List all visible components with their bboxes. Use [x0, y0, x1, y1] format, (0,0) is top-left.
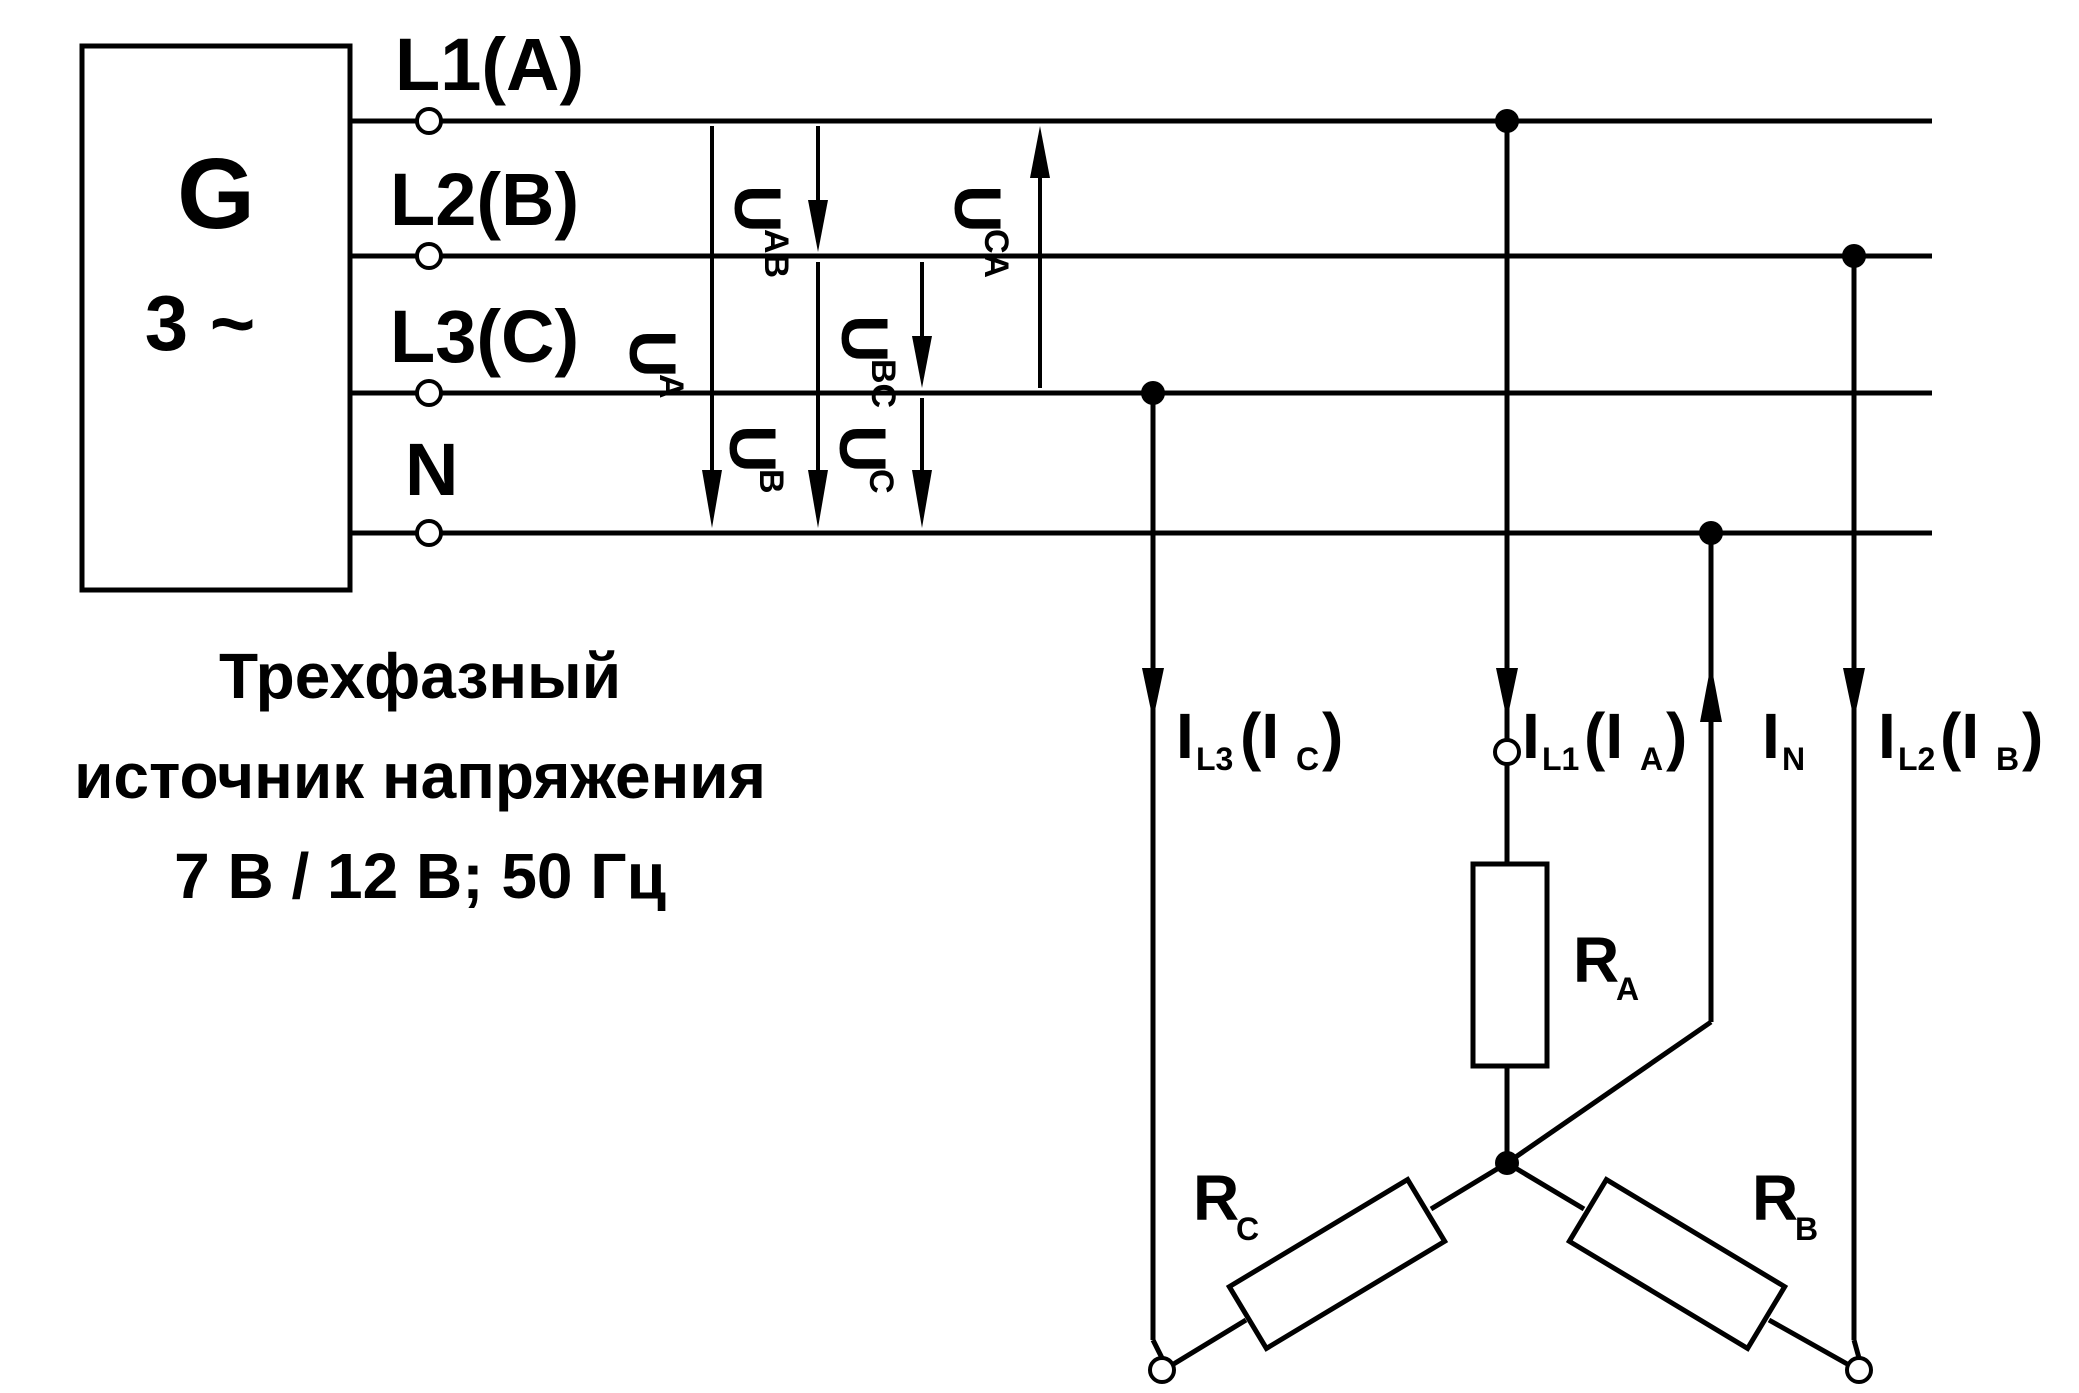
svg-text:C: C: [1236, 1211, 1259, 1247]
label-l1: L1(A): [395, 23, 584, 106]
svg-text:I: I: [1878, 700, 1896, 772]
svg-text:U: U: [721, 185, 795, 233]
generator-box: [79, 43, 353, 593]
voltage-uc-arrow: [912, 470, 932, 528]
svg-text:L1: L1: [1542, 741, 1579, 777]
terminal-rb: [1845, 1356, 1873, 1384]
svg-text:AB: AB: [757, 229, 795, 278]
svg-text:C: C: [862, 469, 900, 494]
current-in-arrow: [1700, 664, 1722, 722]
svg-text:BC: BC: [864, 359, 902, 408]
caption-line-3: 7 В / 12 В; 50 Гц: [174, 840, 666, 912]
resistor-rb-group: [1565, 1176, 1789, 1352]
resistor-label-rc: R C: [1193, 1162, 1259, 1247]
svg-text:CA: CA: [977, 229, 1015, 278]
current-il2-arrow: [1843, 668, 1865, 720]
svg-text:(I: (I: [1940, 700, 1979, 772]
current-label-il2: I L2 (I B ): [1878, 700, 2043, 777]
svg-text:A: A: [1616, 971, 1639, 1007]
rb-wire-to-star: [1505, 1160, 1586, 1212]
svg-text:L2: L2: [1898, 741, 1935, 777]
label-n: N: [405, 428, 458, 511]
voltage-label-ua: U A: [616, 330, 690, 399]
rc-wire-to-star: [1429, 1160, 1509, 1212]
svg-text:C: C: [1296, 741, 1319, 777]
svg-text:L3: L3: [1196, 741, 1233, 777]
svg-text:I: I: [1176, 700, 1194, 772]
caption-line-2: источник напряжения: [74, 740, 766, 812]
svg-text:A: A: [1640, 741, 1663, 777]
voltage-label-ubc: U BC: [828, 315, 902, 408]
svg-text:B: B: [1795, 1211, 1818, 1247]
svg-text:I: I: [1762, 700, 1780, 772]
current-label-il3: I L3 (I C ): [1176, 700, 1343, 777]
resistor-label-ra: R A: [1573, 924, 1639, 1007]
terminal-n: [415, 519, 443, 547]
svg-text:(I: (I: [1584, 700, 1623, 772]
svg-text:U: U: [716, 425, 790, 473]
generator-phase-label: 3 ~: [145, 279, 256, 367]
voltage-label-uc: U C: [826, 425, 900, 494]
svg-text:B: B: [1996, 741, 2019, 777]
label-l2: L2(B): [390, 158, 579, 241]
voltage-label-uab: U AB: [721, 185, 795, 278]
voltage-label-ub: U B: [716, 425, 790, 494]
voltage-ua-arrow: [702, 470, 722, 528]
current-label-in: I N: [1762, 700, 1805, 777]
resistor-label-rb: R B: [1752, 1162, 1818, 1247]
svg-text:R: R: [1573, 924, 1619, 996]
svg-text:U: U: [826, 425, 900, 473]
voltage-uab-arrow: [808, 200, 828, 252]
svg-text:): ): [2022, 700, 2043, 772]
voltage-ubc-arrow: [912, 336, 932, 388]
rb-wire-to-terminal: [1767, 1317, 1851, 1368]
generator-symbol: G: [177, 138, 255, 250]
rc-l3-join-wire: [1150, 1338, 1165, 1360]
terminal-l3: [415, 379, 443, 407]
current-label-il1: I L1 (I A ): [1522, 700, 1687, 777]
current-il3-arrow: [1142, 668, 1164, 720]
terminal-ra-top: [1493, 738, 1521, 766]
neutral-diagonal-wire: [1505, 1019, 1713, 1166]
terminal-l1: [415, 107, 443, 135]
svg-text:U: U: [941, 185, 1015, 233]
svg-text:B: B: [752, 469, 790, 494]
voltage-uca-arrow: [1030, 126, 1050, 178]
svg-text:R: R: [1193, 1162, 1239, 1234]
current-il1-arrow: [1496, 668, 1518, 720]
svg-text:U: U: [616, 330, 690, 378]
resistor-rb: [1565, 1176, 1789, 1352]
voltage-label-uca: U CA: [941, 185, 1015, 278]
svg-text:U: U: [828, 315, 902, 363]
rb-l2-join-wire: [1851, 1339, 1862, 1359]
voltage-ub-arrow: [808, 470, 828, 528]
resistor-rc: [1225, 1176, 1449, 1352]
svg-text:): ): [1322, 700, 1343, 772]
svg-text:I: I: [1522, 700, 1540, 772]
resistor-rc-group: [1225, 1176, 1449, 1352]
terminal-l2: [415, 242, 443, 270]
svg-text:R: R: [1752, 1162, 1798, 1234]
svg-text:(I: (I: [1240, 700, 1279, 772]
label-l3: L3(C): [390, 295, 579, 378]
svg-text:A: A: [652, 374, 690, 399]
caption-line-1: Трехфазный: [219, 640, 621, 712]
terminal-rc: [1148, 1356, 1176, 1384]
rc-wire-to-terminal: [1170, 1317, 1248, 1368]
resistor-ra: [1470, 861, 1550, 1069]
svg-text:N: N: [1782, 741, 1805, 777]
svg-text:): ): [1666, 700, 1687, 772]
